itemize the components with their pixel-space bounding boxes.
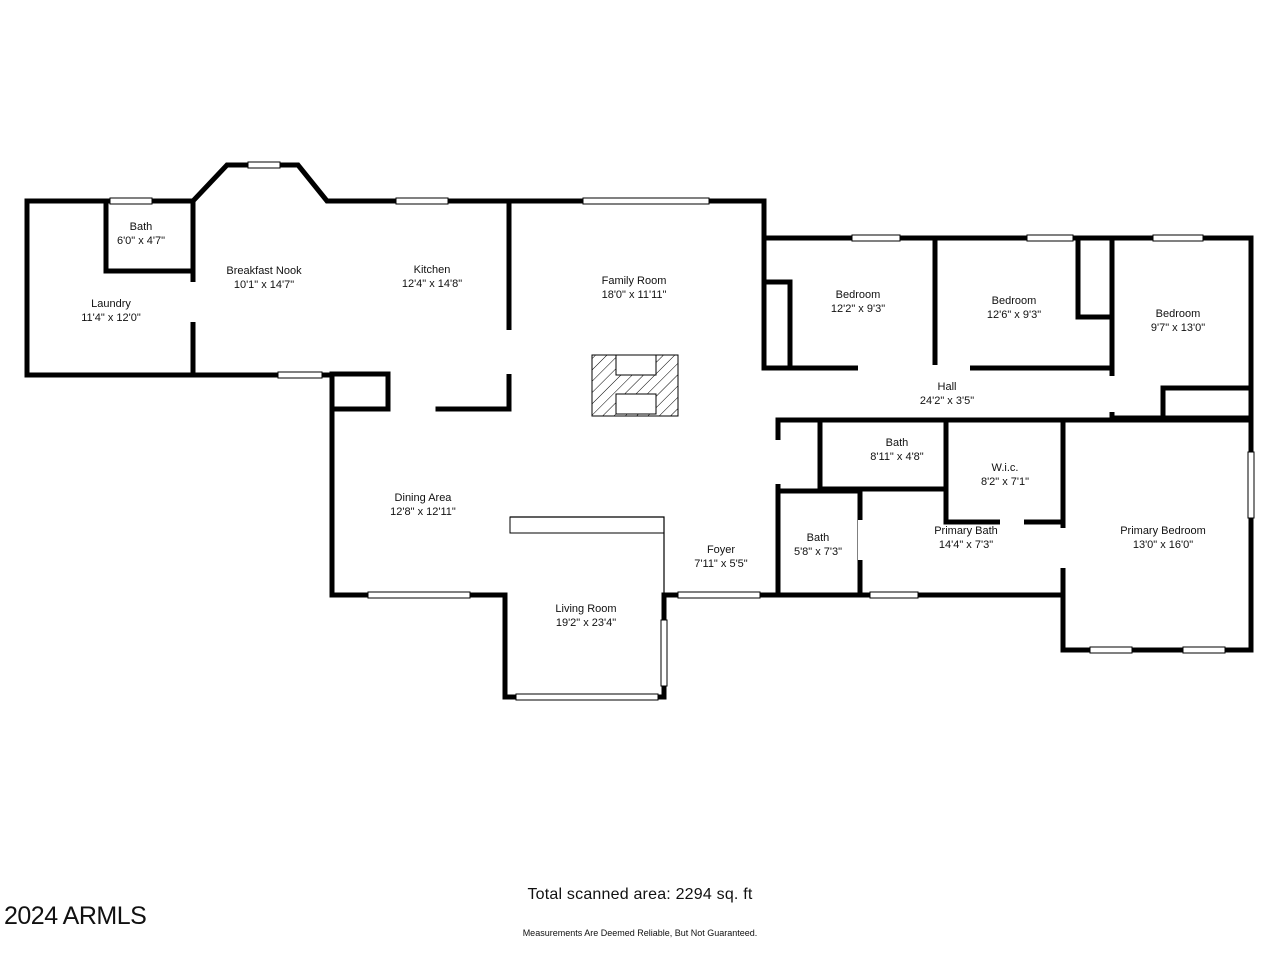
room-dimensions: 8'2" x 7'1" [980, 476, 1030, 488]
room-dimensions: 11'4" x 12'0" [81, 312, 141, 324]
room-name: Bath [885, 437, 909, 449]
room-label-kitchen: Kitchen 12'4" x 14'8" [402, 263, 462, 291]
wall-bedroom1-closet [761, 279, 793, 371]
room-name: Family Room [601, 275, 667, 287]
room-dimensions: 6'0" x 4'7" [116, 235, 166, 247]
room-label-living-room: Living Room 19'2" x 23'4" [555, 602, 616, 630]
room-dimensions: 12'4" x 14'8" [401, 278, 463, 290]
room-label-bedroom-3: Bedroom 9'7" x 13'0" [1151, 307, 1205, 335]
room-name: Bedroom [835, 289, 881, 301]
room-label-primary-bath: Primary Bath 14'4" x 7'3" [934, 524, 998, 552]
room-dimensions: 14'4" x 7'3" [938, 539, 994, 551]
wall-bay [189, 162, 512, 205]
room-label-family-room: Family Room 18'0" x 11'11" [602, 274, 667, 302]
wall-pantry [329, 371, 391, 412]
room-name: Kitchen [413, 264, 451, 276]
door-openings [190, 282, 1115, 599]
room-name: Breakfast Nook [226, 265, 302, 277]
room-name: Foyer [706, 544, 736, 556]
wall-north-family [506, 198, 767, 241]
room-dimensions: 10'1" x 14'7" [233, 279, 295, 291]
room-name: Bath [129, 221, 153, 233]
room-label-hall: Hall 24'2" x 3'5" [920, 380, 974, 408]
room-label-breakfast-nook: Breakfast Nook 10'1" x 14'7" [226, 264, 301, 292]
wall-small-bath [775, 488, 863, 598]
room-dimensions: 5'8" x 7'3" [793, 546, 843, 558]
room-name: Laundry [91, 298, 131, 310]
windows [109, 161, 1255, 701]
wall-bedrooms-north [761, 235, 1254, 393]
room-dimensions: 19'2" x 23'4" [555, 617, 617, 629]
room-label-dining-area: Dining Area 12'8" x 12'11" [390, 491, 456, 519]
copyright-watermark: 2024 ARMLS [4, 902, 147, 930]
room-label-bath-laundry: Bath 6'0" x 4'7" [117, 220, 165, 248]
room-label-bath-small: Bath 5'8" x 7'3" [794, 531, 842, 559]
room-label-wic: W.i.c. 8'2" x 7'1" [981, 461, 1029, 489]
room-dimensions: 9'7" x 13'0" [1150, 322, 1206, 334]
room-name: Living Room [555, 603, 617, 615]
room-label-bath-hall: Bath 8'11" x 4'8" [870, 436, 923, 464]
wall-kitchen-east [435, 202, 512, 412]
wall-bedroom2-closet [1075, 235, 1115, 320]
room-dimensions: 7'11" x 5'5" [694, 558, 748, 570]
total-scanned-area: Total scanned area: 2294 sq. ft [527, 886, 753, 903]
room-name: Primary Bath [934, 525, 998, 537]
room-dimensions: 18'0" x 11'11" [601, 289, 667, 301]
room-dimensions: 24'2" x 3'5" [919, 395, 975, 407]
room-dimensions: 8'11" x 4'8" [870, 451, 924, 463]
room-dimensions: 12'8" x 12'11" [390, 506, 456, 518]
measurement-disclaimer: Measurements Are Deemed Reliable, But No… [522, 928, 758, 938]
walls [24, 162, 1254, 700]
room-name: Bedroom [1155, 308, 1201, 320]
room-name: W.i.c. [991, 462, 1019, 474]
room-name: Bedroom [991, 295, 1037, 307]
room-dimensions: 12'6" x 9'3" [986, 309, 1042, 321]
room-label-primary-bedroom: Primary Bedroom 13'0" x 16'0" [1120, 524, 1206, 552]
room-dimensions: 13'0" x 16'0" [1132, 539, 1194, 551]
room-label-laundry: Laundry 11'4" x 12'0" [81, 297, 141, 325]
kitchen-counter-top [509, 516, 665, 534]
room-name: Dining Area [394, 492, 452, 504]
fireplace [591, 354, 679, 417]
wall-bath-laundry [103, 198, 196, 274]
room-name: Hall [937, 381, 957, 393]
kitchen-counter [510, 516, 665, 595]
room-label-bedroom-2: Bedroom 12'6" x 9'3" [987, 294, 1041, 322]
room-name: Primary Bedroom [1120, 525, 1206, 537]
room-label-foyer: Foyer 7'11" x 5'5" [694, 543, 747, 571]
wall-laundry-outer [24, 198, 196, 378]
room-dimensions: 12'2" x 9'3" [830, 303, 886, 315]
room-name: Bath [806, 532, 830, 544]
room-label-bedroom-1: Bedroom 12'2" x 9'3" [831, 288, 885, 316]
